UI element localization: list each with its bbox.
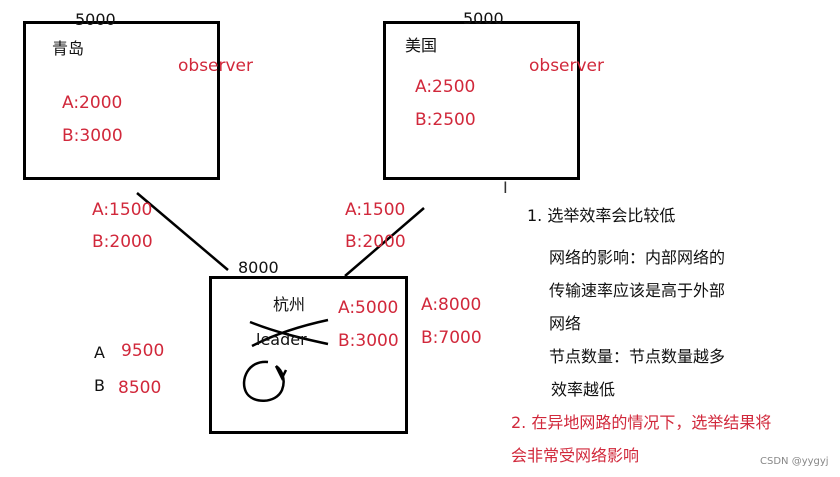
totals-left-a-label: A xyxy=(94,343,105,362)
note-point2-line2: 会非常受网络影响 xyxy=(511,446,640,465)
totals-left-a-value: 9500 xyxy=(121,341,165,361)
totals-left-b-label: B xyxy=(94,376,105,395)
qingdao-name: 青岛 xyxy=(52,39,85,58)
usa-name: 美国 xyxy=(405,36,438,55)
right-link-votes-a: A:1500 xyxy=(345,200,406,220)
hangzhou-capacity: 8000 xyxy=(238,258,279,277)
hangzhou-votes-b: B:3000 xyxy=(338,331,399,351)
qingdao-capacity: 5000 xyxy=(75,10,116,29)
usa-role: observer xyxy=(529,56,605,76)
note-point1-line3: 网络 xyxy=(549,314,582,333)
hangzhou-name: 杭州 xyxy=(273,295,306,314)
note-point1-line4: 节点数量：节点数量越多 xyxy=(549,347,726,366)
node-qingdao-box xyxy=(23,21,220,180)
leader-strike-scribble xyxy=(249,320,329,346)
right-link-votes-b: B:2000 xyxy=(345,232,406,252)
hangzhou-struck-leader: leader xyxy=(256,330,307,349)
text-cursor-icon: Ⅰ xyxy=(503,178,508,197)
totals-right-a: A:8000 xyxy=(421,295,482,315)
watermark: CSDN @yygyj xyxy=(760,456,829,467)
note-point2-line1: 2. 在异地网路的情况下，选举结果将 xyxy=(511,413,772,432)
leader-strike-scribble-2 xyxy=(251,318,329,348)
totals-left-b-value: 8500 xyxy=(118,378,162,398)
note-point1-line1: 网络的影响：内部网络的 xyxy=(549,248,726,267)
left-link-votes-b: B:2000 xyxy=(92,232,153,252)
usa-votes-b: B:2500 xyxy=(415,110,476,130)
node-usa-box xyxy=(383,21,580,180)
usa-votes-a: A:2500 xyxy=(415,77,476,97)
note-point1-line5: 效率越低 xyxy=(551,380,616,399)
left-link-votes-a: A:1500 xyxy=(92,200,153,220)
hangzhou-votes-a: A:5000 xyxy=(338,298,399,318)
usa-capacity: 5000 xyxy=(463,9,504,28)
qingdao-role: observer xyxy=(178,56,254,76)
note-point1-line2: 传输速率应该是高于外部 xyxy=(549,281,726,300)
link-qingdao-hangzhou xyxy=(136,192,229,271)
qingdao-votes-a: A:2000 xyxy=(62,93,123,113)
totals-right-b: B:7000 xyxy=(421,328,482,348)
link-usa-hangzhou xyxy=(344,207,425,277)
node-hangzhou-box xyxy=(209,276,408,434)
qingdao-votes-b: B:3000 xyxy=(62,126,123,146)
note-point1-title: 1. 选举效率会比较低 xyxy=(527,206,676,225)
